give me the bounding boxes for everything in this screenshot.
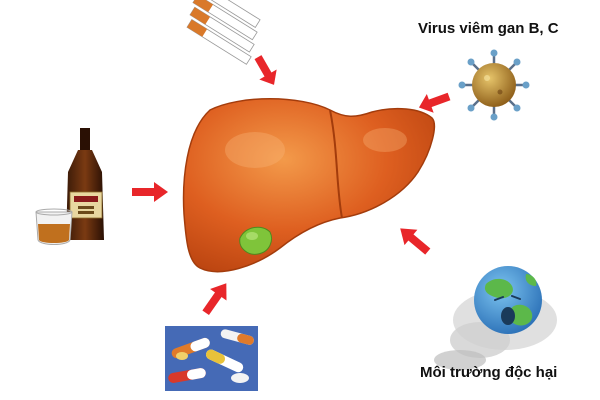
arrow-virus-to-liver (418, 92, 451, 113)
liver-icon (182, 98, 436, 273)
cigarettes-icon (186, 0, 261, 65)
alcohol-bottle-icon (66, 128, 104, 240)
glass-icon (35, 208, 73, 245)
arrow-alcohol-to-liver (132, 182, 168, 202)
virus-label: Virus viêm gan B, C (418, 20, 559, 37)
arrow-cigarettes-to-liver (254, 55, 277, 85)
arrow-pills-to-liver (202, 283, 227, 316)
pills-icon (165, 326, 258, 391)
polluted-earth-icon (434, 266, 557, 370)
gallbladder-icon (239, 226, 272, 255)
virus-icon (458, 49, 530, 121)
arrow-environment-to-liver (400, 228, 431, 255)
environment-label: Môi trường độc hại (420, 364, 558, 381)
